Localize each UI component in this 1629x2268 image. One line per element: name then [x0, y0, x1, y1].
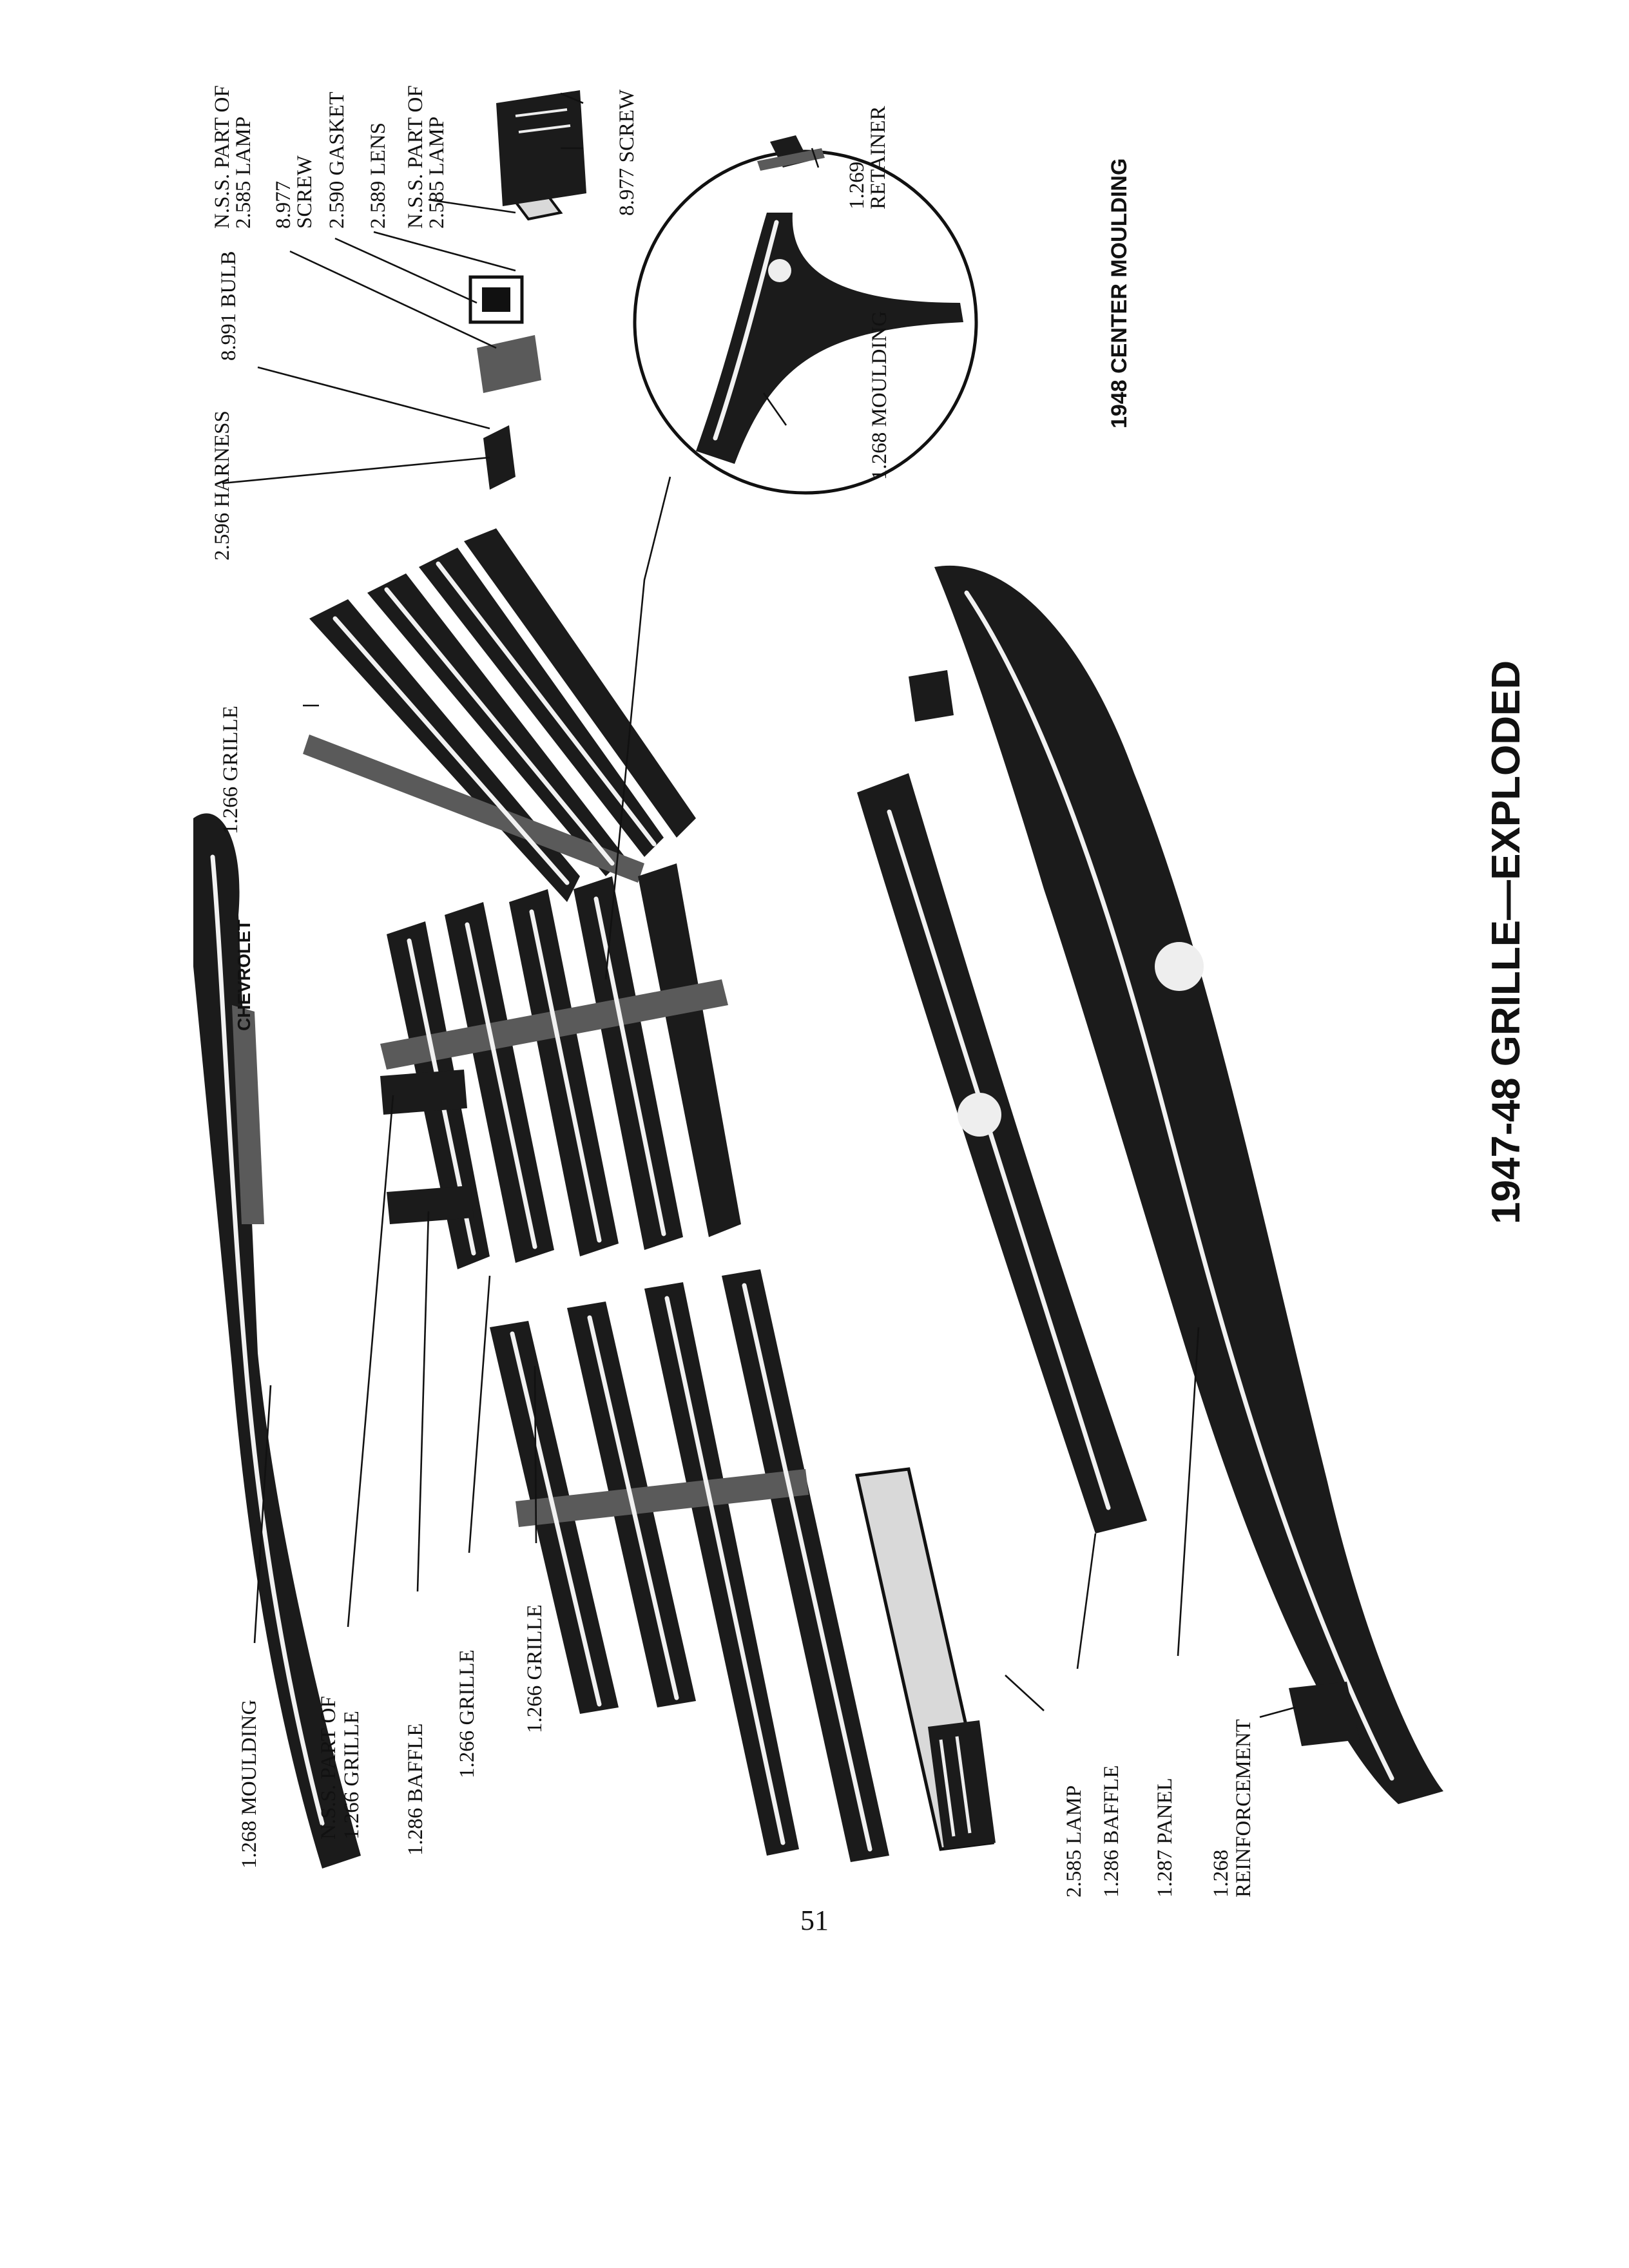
inset-title: 1948 CENTER MOULDING [1107, 159, 1132, 428]
label-moulding: 1.268 MOULDING [238, 1700, 261, 1869]
label-baffle-bottom: 1.286 BAFFLE [1100, 1765, 1123, 1898]
label-screw-a-1: 8.977 [272, 181, 295, 229]
label-inset-retainer-1: 1.269 [845, 162, 869, 209]
page-title: 1947-48 GRILLE—EXPLODED [1484, 660, 1528, 1224]
label-screw-a-2: SCREW [293, 155, 316, 229]
label-nss-lamp-a-1: N.S.S. PART OF [211, 85, 234, 229]
leader-lines [222, 92, 1296, 1718]
label-grille-b: 1.266 GRILLE [523, 1604, 546, 1733]
label-harness: 2.596 HARNESS [211, 410, 234, 561]
lamp-lower-part [854, 1467, 996, 1851]
reinforcement-part [909, 670, 1360, 1746]
label-grille-a: 1.266 GRILLE [456, 1649, 479, 1778]
label-lens: 2.589 LENS [367, 122, 390, 229]
grille-lower-part [490, 1269, 889, 1862]
center-moulding-inset [633, 135, 978, 495]
grille-center-part [380, 863, 741, 1269]
label-nss-lamp-b-1: N.S.S. PART OF [404, 85, 427, 229]
label-nss-lamp-a-2: 2.585 LAMP [232, 117, 255, 229]
panel-part [934, 565, 1443, 1805]
label-inset-retainer-2: RETAINER [867, 106, 890, 209]
label-bulb: 8.991 BULB [217, 251, 240, 361]
grille-top-part [303, 528, 696, 902]
label-screw-b: 8.977 SCREW [615, 89, 639, 216]
label-nss-grille-2: 1.266 GRILLE [340, 1711, 363, 1840]
label-inset-moulding: 1.268 MOULDING [868, 311, 891, 480]
label-gasket: 2.590 GASKET [325, 91, 349, 229]
baffle-lower-part [857, 773, 1147, 1533]
label-reinforcement-2: REINFORCEMENT [1232, 1719, 1255, 1898]
label-baffle-left: 1.286 BAFFLE [404, 1724, 427, 1856]
label-nss-grille-1: N.S.S. PART OF [317, 1696, 340, 1840]
label-lamp-lower: 2.585 LAMP [1063, 1785, 1086, 1898]
baffle-bars-part [380, 1070, 474, 1224]
label-reinforcement-1: 1.268 [1210, 1850, 1233, 1898]
svg-text:CHEVROLET: CHEVROLET [234, 919, 254, 1031]
label-panel: 1.287 PANEL [1153, 1778, 1177, 1898]
page-number: 51 [800, 1905, 829, 1936]
moulding-part: CHEVROLET [193, 813, 361, 1869]
labels: 1.268 MOULDING N.S.S. PART OF 1.266 GRIL… [211, 85, 1528, 1898]
label-nss-lamp-b-2: 2.585 LAMP [425, 117, 448, 229]
lamp-upper-assembly [468, 90, 586, 490]
label-grille-top: 1.266 GRILLE [219, 706, 242, 834]
